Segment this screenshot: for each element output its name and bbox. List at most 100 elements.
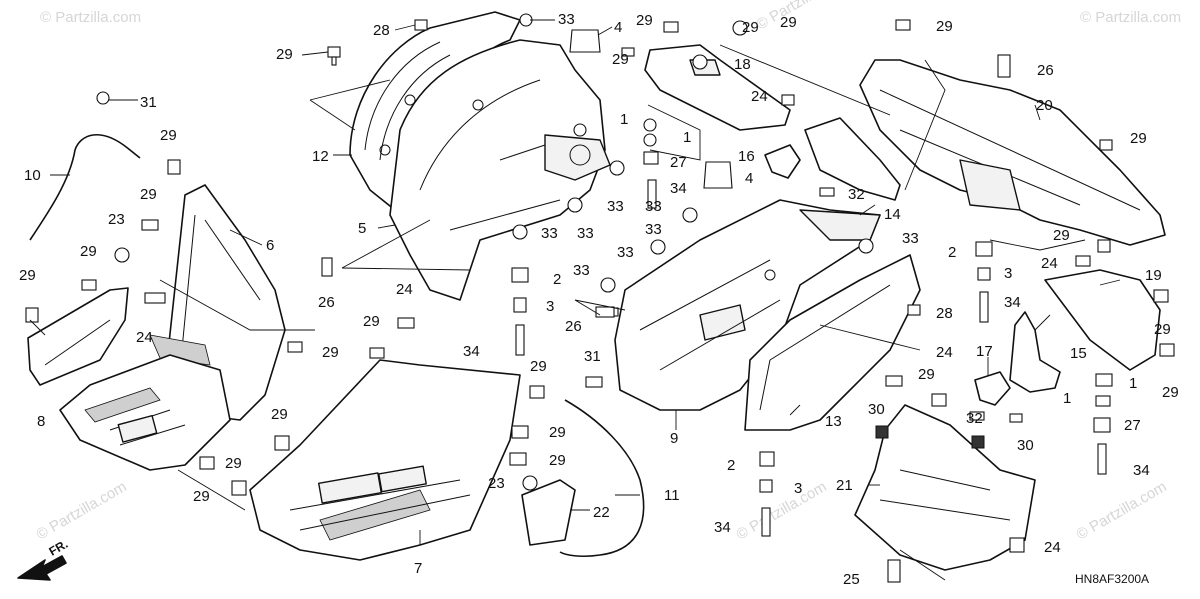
- fastener: [569, 29, 601, 53]
- fastener: [1099, 139, 1113, 151]
- front-direction-arrow: FR.: [17, 537, 70, 581]
- fastener: [231, 480, 247, 496]
- fastener: [1075, 255, 1091, 267]
- part-5-rear-fender: [389, 39, 611, 301]
- fastener: [522, 475, 538, 491]
- callout-11: 11: [664, 487, 680, 504]
- callout-32: 32: [848, 186, 865, 203]
- callout-27: 27: [1124, 417, 1141, 434]
- part-13-right-fender: [744, 254, 921, 431]
- callout-24: 24: [396, 281, 413, 298]
- callout-29: 29: [363, 313, 380, 330]
- fastener: [141, 219, 159, 231]
- callout-28: 28: [936, 305, 953, 322]
- fastener: [511, 267, 529, 283]
- fastener: [509, 452, 527, 466]
- part-8-left-floor: [59, 354, 231, 471]
- callout-29: 29: [1162, 384, 1179, 401]
- fastener: [643, 151, 659, 165]
- fastener: [975, 241, 993, 257]
- callout-29: 29: [936, 18, 953, 35]
- callout-33: 33: [902, 230, 919, 247]
- fastener: [895, 19, 911, 31]
- watermark: © Partzilla.com: [1080, 9, 1181, 26]
- callout-26: 26: [1037, 62, 1054, 79]
- fastener: [875, 425, 889, 439]
- fastener: [907, 304, 921, 316]
- fastener: [732, 20, 748, 36]
- callout-24: 24: [751, 88, 768, 105]
- fastener: [969, 411, 985, 421]
- fasteners: [25, 13, 1175, 583]
- fastener: [609, 160, 625, 176]
- fastener: [819, 187, 835, 197]
- callout-26: 26: [565, 318, 582, 335]
- fastener: [511, 425, 529, 439]
- callout-29: 29: [612, 51, 629, 68]
- fastener: [887, 559, 901, 583]
- callout-22: 22: [593, 504, 610, 521]
- callout-3: 3: [1004, 265, 1012, 282]
- fastener: [692, 54, 708, 70]
- part-16-bracket: [764, 117, 901, 201]
- fastener: [595, 306, 615, 318]
- fastener: [369, 347, 385, 359]
- callout-34: 34: [670, 180, 687, 197]
- callout-34: 34: [463, 343, 480, 360]
- fastener: [81, 279, 97, 291]
- part-22-plate: [521, 479, 576, 546]
- callout-29: 29: [549, 424, 566, 441]
- fastener: [1009, 413, 1023, 423]
- callout-9: 9: [670, 430, 678, 447]
- fastener: [977, 267, 991, 281]
- fastener: [979, 291, 989, 323]
- callout-1: 1: [683, 129, 691, 146]
- callout-12: 12: [312, 148, 329, 165]
- callout-29: 29: [742, 19, 759, 36]
- diagram-code: HN8AF3200A: [1075, 572, 1149, 586]
- callout-29: 29: [276, 46, 293, 63]
- callout-28: 28: [373, 22, 390, 39]
- leader-lines: [29, 19, 1121, 581]
- fastener: [663, 21, 679, 33]
- callout-21: 21: [836, 477, 853, 494]
- callout-2: 2: [553, 271, 561, 288]
- callout-30: 30: [868, 401, 885, 418]
- callout-31: 31: [140, 94, 157, 111]
- callout-13: 13: [825, 413, 842, 430]
- fastener: [1159, 343, 1175, 357]
- callout-19: 19: [1145, 267, 1162, 284]
- part-15-bracket: [1009, 311, 1061, 393]
- fastener: [515, 324, 525, 356]
- fastener: [327, 46, 341, 66]
- callout-33: 33: [558, 11, 575, 28]
- callout-29: 29: [80, 243, 97, 260]
- fastener: [997, 54, 1011, 78]
- callout-29: 29: [530, 358, 547, 375]
- callout-4: 4: [614, 19, 622, 36]
- callout-24: 24: [1044, 539, 1061, 556]
- fastener: [585, 376, 603, 388]
- callout-34: 34: [1133, 462, 1150, 479]
- callout-3: 3: [546, 298, 554, 315]
- fastener: [1097, 443, 1107, 475]
- callout-33: 33: [607, 198, 624, 215]
- callout-2: 2: [727, 457, 735, 474]
- fastener: [274, 435, 290, 451]
- fastener: [167, 159, 181, 175]
- fastener: [858, 238, 874, 254]
- callout-29: 29: [918, 366, 935, 383]
- callout-8: 8: [37, 413, 45, 430]
- fastener: [199, 456, 215, 470]
- callout-33: 33: [617, 244, 634, 261]
- callout-29: 29: [160, 127, 177, 144]
- callout-24: 24: [1041, 255, 1058, 272]
- part-20-rear-carrier: [859, 59, 1166, 246]
- callout-6: 6: [266, 237, 274, 254]
- fastener: [573, 123, 587, 137]
- fastener: [114, 247, 130, 263]
- callout-32: 32: [966, 410, 983, 427]
- callout-10: 10: [24, 167, 41, 184]
- fastener: [971, 435, 985, 449]
- callout-29: 29: [19, 267, 36, 284]
